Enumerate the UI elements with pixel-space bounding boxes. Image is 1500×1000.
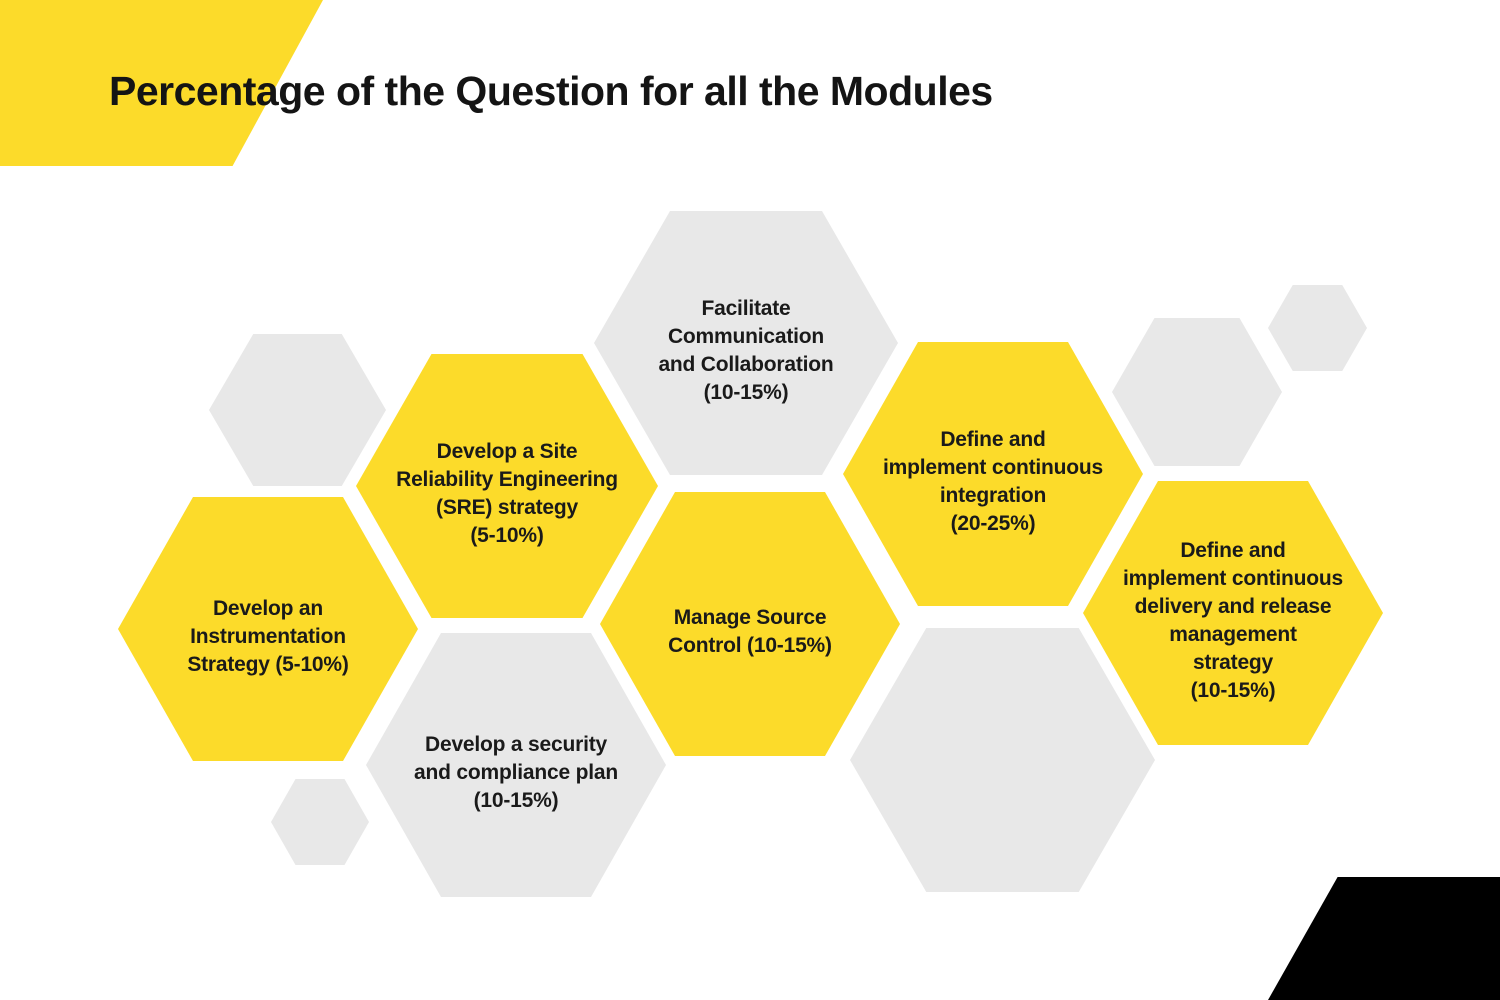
hexagon-label: Develop a security and compliance plan (… — [414, 733, 618, 812]
hexagon-sre-strategy: Develop a Site Reliability Engineering (… — [356, 354, 658, 618]
hexagon-label: Define and implement continuous integrat… — [882, 428, 1103, 535]
decor-hexagon-small-bottom-left — [271, 779, 369, 865]
hexagon-label: Facilitate Communication and Collaborati… — [658, 297, 834, 404]
hexagon-label: Define and implement continuous delivery… — [1122, 539, 1343, 702]
hexagon-facilitate-communication: Facilitate Communication and Collaborati… — [594, 211, 898, 475]
decor-hexagon-medium-right — [1112, 318, 1282, 466]
hexagon-label: Develop an Instrumentation Strategy (5-1… — [187, 597, 349, 676]
hexagon-manage-source-control: Manage Source Control (10-15%) — [600, 492, 900, 756]
hexagon-continuous-integration: Define and implement continuous integrat… — [843, 342, 1143, 606]
decor-hexagon-empty-large — [850, 628, 1155, 892]
page-title: Percentage of the Question for all the M… — [109, 68, 993, 114]
hexagon-label: Develop a Site Reliability Engineering (… — [396, 440, 618, 547]
hexagon-continuous-delivery-release: Define and implement continuous delivery… — [1083, 481, 1383, 745]
decor-hexagon-small-far-right — [1268, 285, 1367, 371]
hexagon-instrumentation-strategy: Develop an Instrumentation Strategy (5-1… — [118, 497, 418, 761]
black-corner-decoration — [1268, 877, 1500, 1000]
hexagon-security-compliance-plan: Develop a security and compliance plan (… — [366, 633, 666, 897]
hexagon-label: Manage Source Control (10-15%) — [668, 606, 832, 657]
decor-hexagon-small-left — [209, 334, 386, 486]
